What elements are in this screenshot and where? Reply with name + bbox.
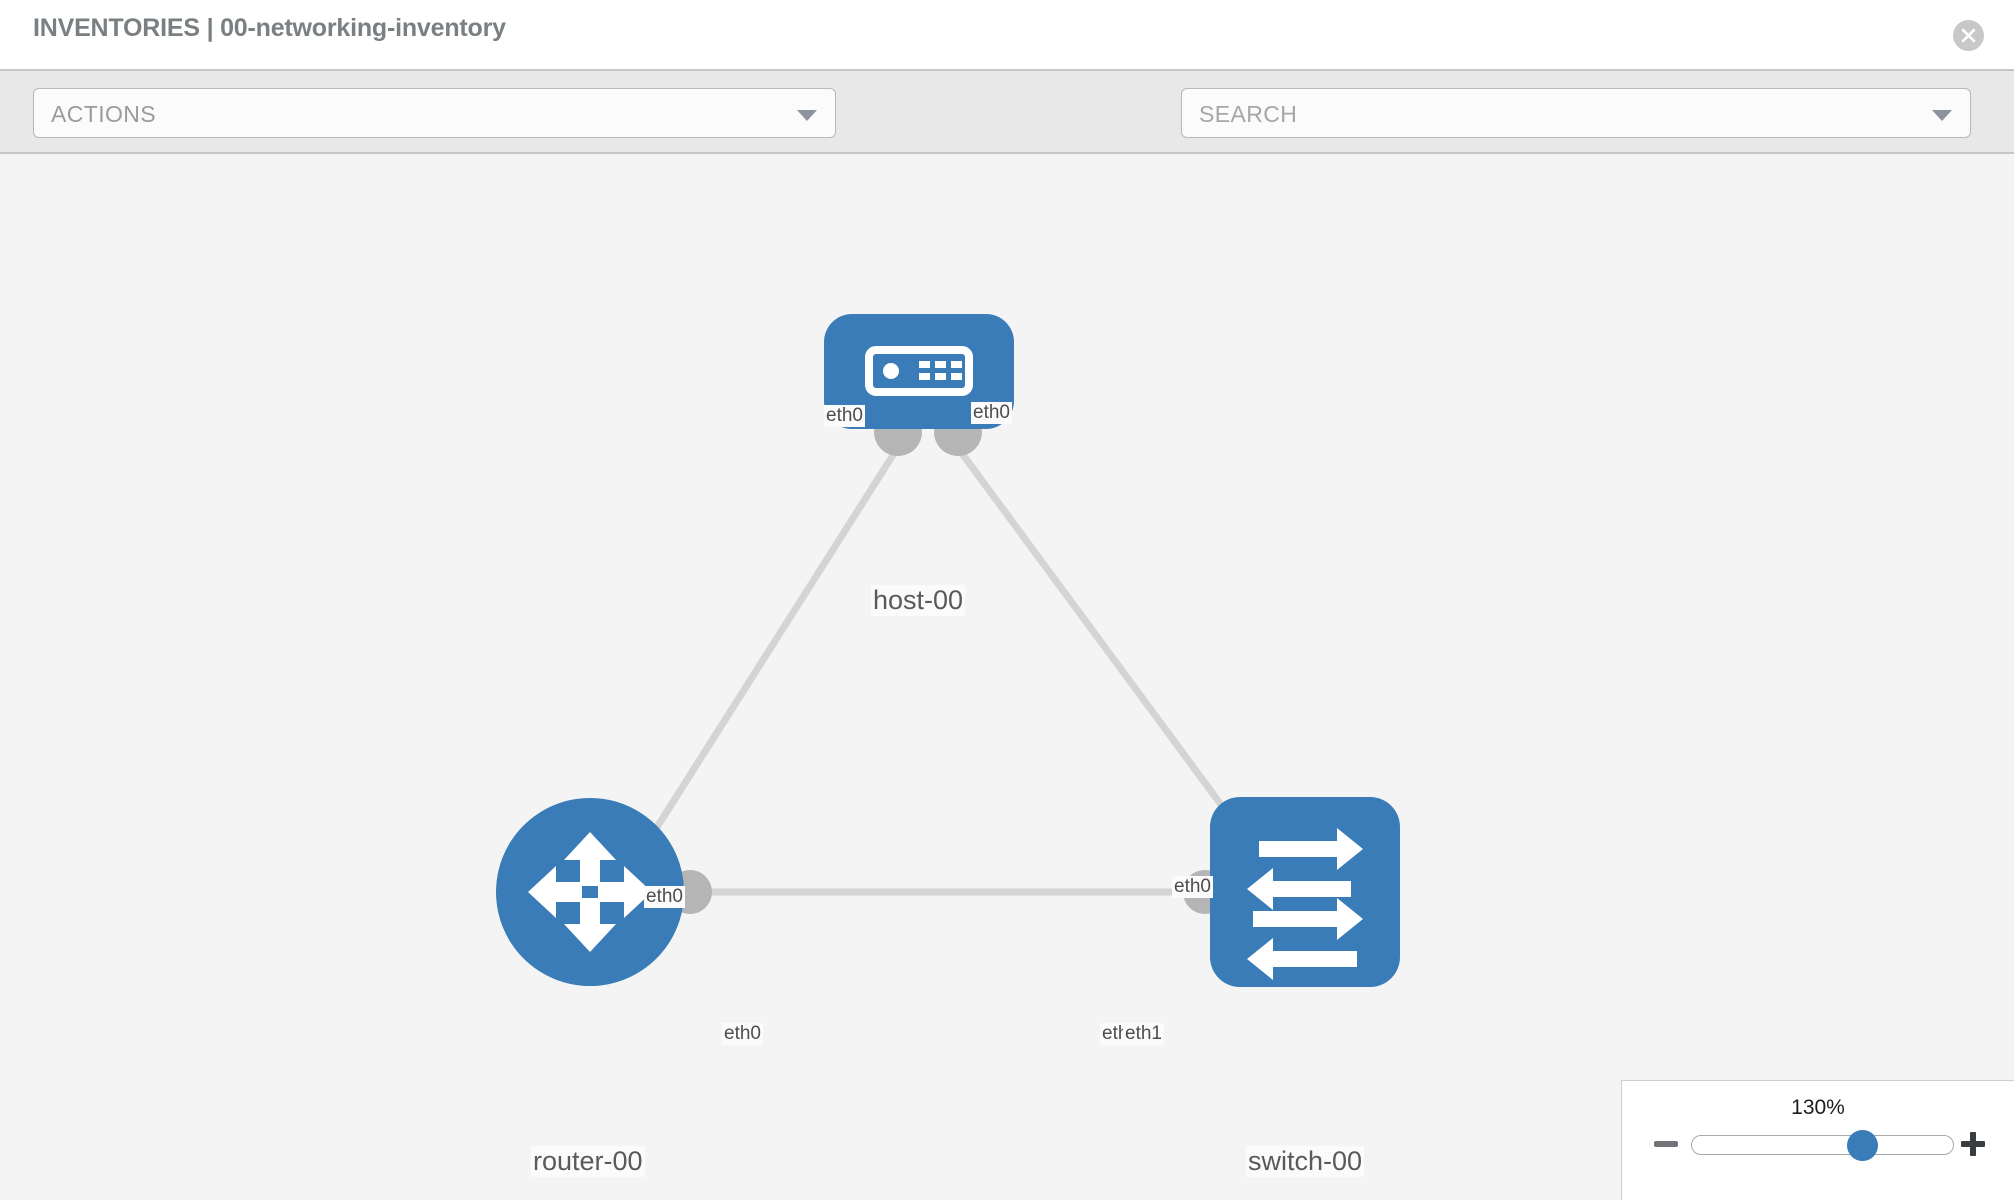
topology-links xyxy=(637,441,1253,896)
topology-connectors xyxy=(668,408,1254,914)
actions-dropdown-label: ACTIONS xyxy=(51,101,157,127)
chevron-down-icon xyxy=(797,110,817,121)
zoom-slider-track[interactable] xyxy=(1691,1135,1954,1155)
node-label-router: router-00 xyxy=(531,1146,645,1177)
node-switch-00 xyxy=(1210,797,1400,987)
iface-label: eth0 xyxy=(722,1023,763,1045)
node-router-00 xyxy=(496,798,684,986)
iface-label: eth0 xyxy=(824,405,865,427)
link-host-switch xyxy=(952,441,1253,847)
zoom-percent-label: 130% xyxy=(1791,1096,1845,1119)
link-host-router xyxy=(637,442,903,856)
chevron-down-icon[interactable] xyxy=(1932,110,1952,121)
iface-label: eth0 xyxy=(644,886,685,908)
server-icon xyxy=(865,346,973,396)
search-placeholder: SEARCH xyxy=(1199,101,1298,127)
close-icon[interactable] xyxy=(1953,20,1984,51)
plus-icon[interactable] xyxy=(1958,1129,1988,1159)
page-title: INVENTORIES | 00-networking-inventory xyxy=(33,14,506,42)
node-label-switch: switch-00 xyxy=(1246,1146,1365,1177)
actions-dropdown[interactable]: ACTIONS xyxy=(33,88,836,138)
page-header: INVENTORIES | 00-networking-inventory xyxy=(0,0,2014,69)
toolbar: ACTIONS SEARCH xyxy=(0,69,2014,198)
topology-graph xyxy=(496,314,1400,987)
minus-icon[interactable] xyxy=(1651,1129,1681,1159)
iface-label: eth1 xyxy=(1123,1023,1164,1045)
zoom-control-panel: 130% xyxy=(1621,1080,2014,1200)
topology-canvas[interactable]: eth0 eth0 eth0 eth0 eth0 eth0 eth1 host-… xyxy=(0,154,2014,1200)
node-host-00 xyxy=(824,314,1014,429)
node-label-host: host-00 xyxy=(871,585,966,616)
iface-label: eth0 xyxy=(971,402,1012,424)
search-input[interactable]: SEARCH xyxy=(1181,88,1971,138)
zoom-slider-thumb[interactable] xyxy=(1847,1130,1878,1161)
iface-label: eth0 xyxy=(1172,876,1213,898)
router-arrows-icon xyxy=(528,832,652,952)
switch-arrows-icon xyxy=(1247,828,1363,980)
